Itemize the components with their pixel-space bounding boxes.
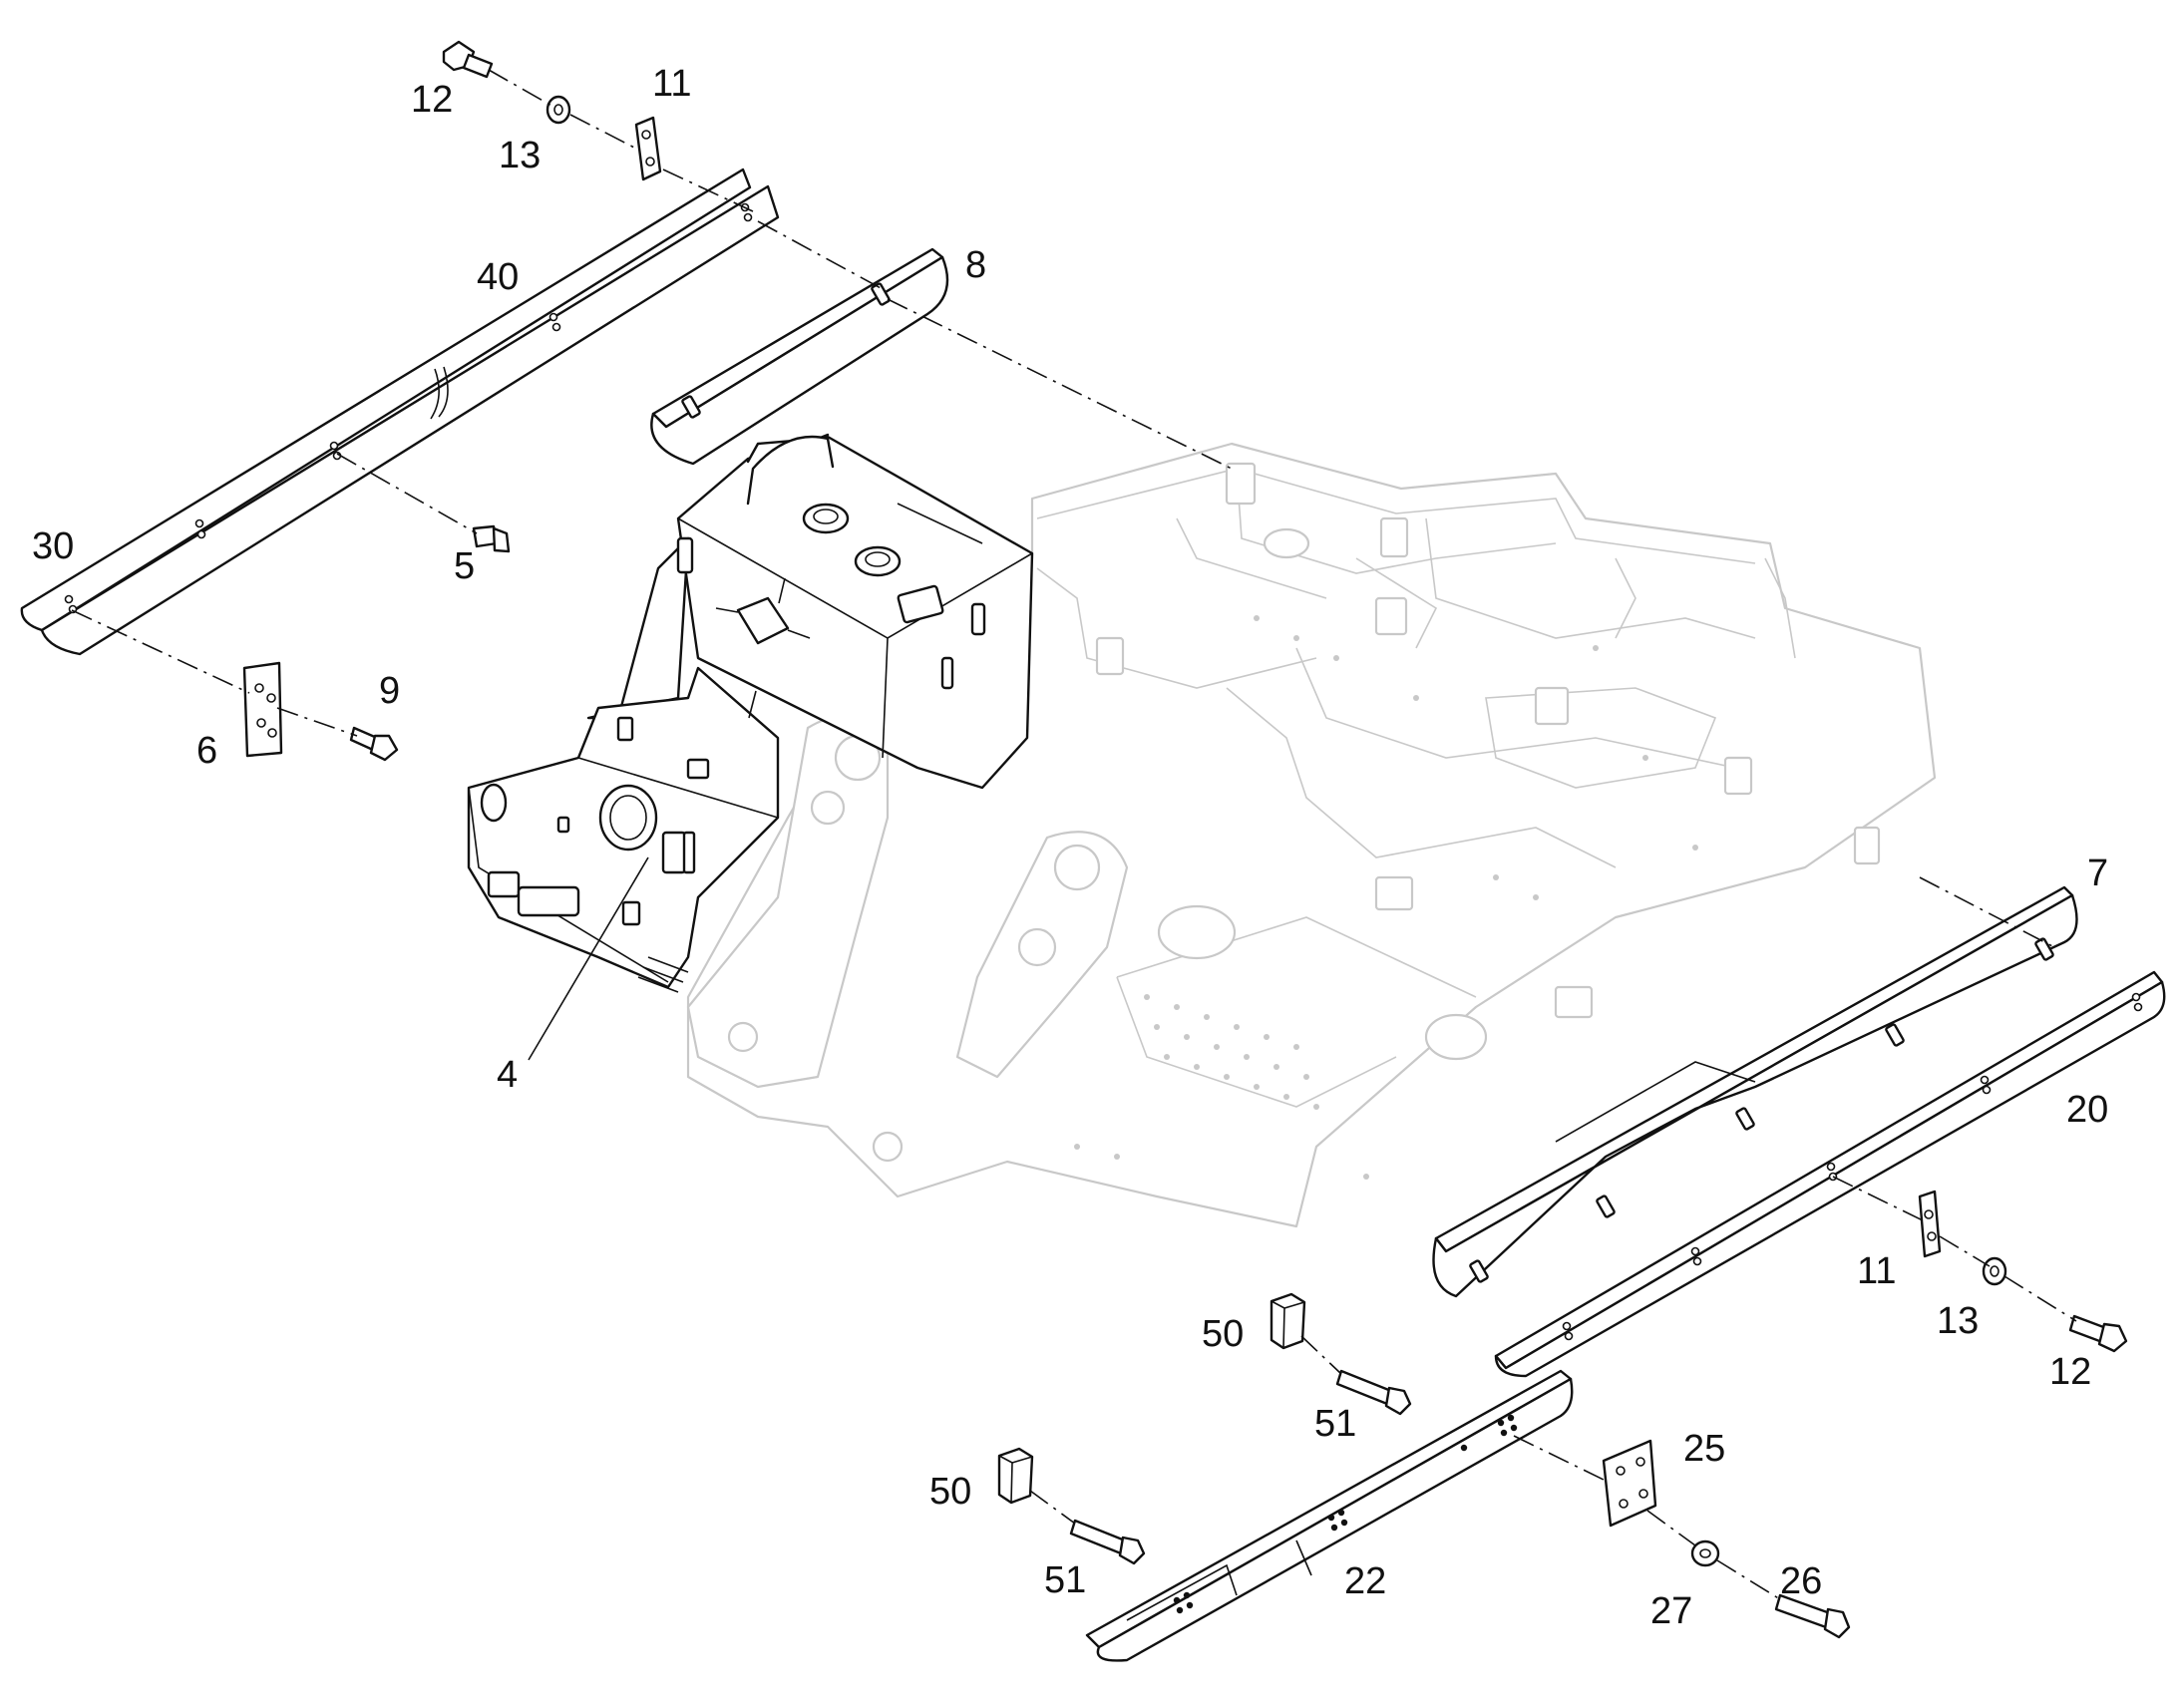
spacer-50-lower [997, 1447, 1034, 1505]
callout-5: 5 [454, 545, 475, 587]
callout-30: 30 [32, 525, 74, 567]
callout-51-upper: 51 [1314, 1403, 1356, 1445]
callout-20: 20 [2066, 1089, 2108, 1131]
callout-26: 26 [1780, 1560, 1822, 1602]
callout-6: 6 [196, 730, 217, 772]
callout-25: 25 [1683, 1428, 1725, 1470]
side-rail-40-30 [20, 168, 780, 656]
bolt-26 [1774, 1593, 1851, 1639]
callout-9: 9 [379, 670, 400, 712]
callout-12-upper: 12 [411, 79, 453, 121]
leader-lines [71, 69, 2077, 1600]
callout-4: 4 [497, 1054, 518, 1096]
callout-labels: 12 11 13 40 8 30 5 9 6 4 7 20 11 13 12 5… [32, 63, 2108, 1632]
plate-6 [242, 661, 283, 758]
plate-11-lower [1918, 1190, 1942, 1258]
callout-50-lower: 50 [929, 1471, 971, 1513]
bracket-8 [650, 247, 949, 466]
callout-40: 40 [477, 256, 519, 298]
bolt-51-upper [1335, 1369, 1412, 1416]
washer-13-lower [1982, 1256, 2007, 1286]
side-rail-22 [1085, 1369, 1574, 1662]
callout-13-upper: 13 [499, 135, 541, 176]
callout-8: 8 [965, 244, 986, 286]
callout-27: 27 [1650, 1590, 1692, 1632]
callout-51-lower: 51 [1044, 1559, 1086, 1601]
plate-25 [1602, 1439, 1657, 1528]
side-rail-20 [1494, 970, 2166, 1378]
callout-7: 7 [2087, 853, 2108, 894]
spacer-50-upper [1270, 1292, 1306, 1350]
fuel-tank [467, 433, 1034, 993]
callout-11-lower: 11 [1857, 1250, 1896, 1292]
bolt-9 [349, 726, 399, 762]
bracket-7 [1432, 885, 2078, 1298]
callout-12-lower: 12 [2049, 1351, 2091, 1393]
callout-22: 22 [1344, 1560, 1386, 1602]
plate-11-upper [634, 116, 662, 181]
bolt-12-lower [2068, 1314, 2128, 1353]
bolt-12-upper [442, 40, 494, 79]
callout-11-upper: 11 [652, 63, 691, 105]
bolt-5 [472, 524, 511, 553]
bolt-51-lower [1069, 1519, 1146, 1565]
washer-27 [1690, 1539, 1720, 1567]
washer-13-upper [545, 95, 571, 125]
callout-13-lower: 13 [1937, 1300, 1979, 1342]
callout-50-upper: 50 [1202, 1313, 1244, 1355]
